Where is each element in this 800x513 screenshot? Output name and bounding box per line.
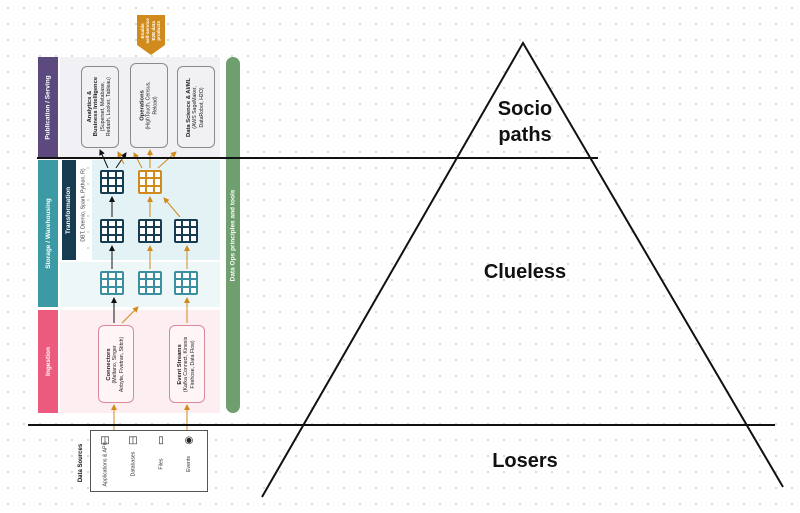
table-icon-dark	[100, 219, 124, 243]
table-icon-dark	[174, 219, 198, 243]
file-icon: ▯	[158, 435, 164, 446]
database-icon: ◫	[128, 435, 138, 446]
broadcast-icon: ◉	[184, 435, 194, 446]
ingestion-bar: Ingestion	[38, 310, 58, 413]
table-icon-orange	[138, 170, 162, 194]
table-icon-teal	[174, 271, 198, 295]
storage-bar: Storage / Warehousing	[38, 160, 58, 307]
analytics-bi-box: Analytics & Business Intelligence (Super…	[81, 66, 119, 148]
data-source-apps: ◫ Applications & APIs	[100, 435, 110, 487]
arrow	[133, 152, 143, 169]
operations-box: Operations (HighTouch, Census, Reload)	[130, 63, 168, 148]
publication-bar: Publication / Serving	[38, 57, 58, 157]
table-icon-dark	[138, 219, 162, 243]
table-icon-dark	[100, 170, 124, 194]
arrow	[121, 306, 139, 324]
data-sources-panel	[90, 430, 208, 492]
table-icon-teal	[100, 271, 124, 295]
table-icon-teal	[138, 271, 162, 295]
arrow	[115, 152, 127, 169]
arrow	[163, 197, 181, 218]
arrow	[157, 151, 177, 169]
dataops-bar: Data Ops principles and tools	[226, 57, 240, 413]
data-source-files: ▯ Files	[157, 435, 164, 470]
data-source-databases: ◫ Databases	[128, 435, 138, 477]
tier-label-losers: Losers	[492, 450, 558, 472]
tier-label-clueless: Clueless	[483, 261, 567, 283]
data-source-events: ◉ Events	[184, 435, 194, 472]
self-service-banner: Enable self-service E2E data products	[135, 15, 167, 55]
event-streams-box: Event Streams (Kafka Connect, Kinesis Fi…	[169, 325, 205, 403]
pyramid-outline	[261, 41, 784, 498]
connectors-box: Connectors (Meltano, Singer Airbyte, Fiv…	[98, 325, 134, 403]
transformation-bar: Transformation	[62, 160, 76, 260]
data-science-box: Data Science & AI/ML (AWS SageMaker, Dat…	[177, 66, 215, 148]
tier-label-sociopaths: Socio paths	[497, 98, 553, 146]
app-icon: ◫	[100, 435, 110, 446]
